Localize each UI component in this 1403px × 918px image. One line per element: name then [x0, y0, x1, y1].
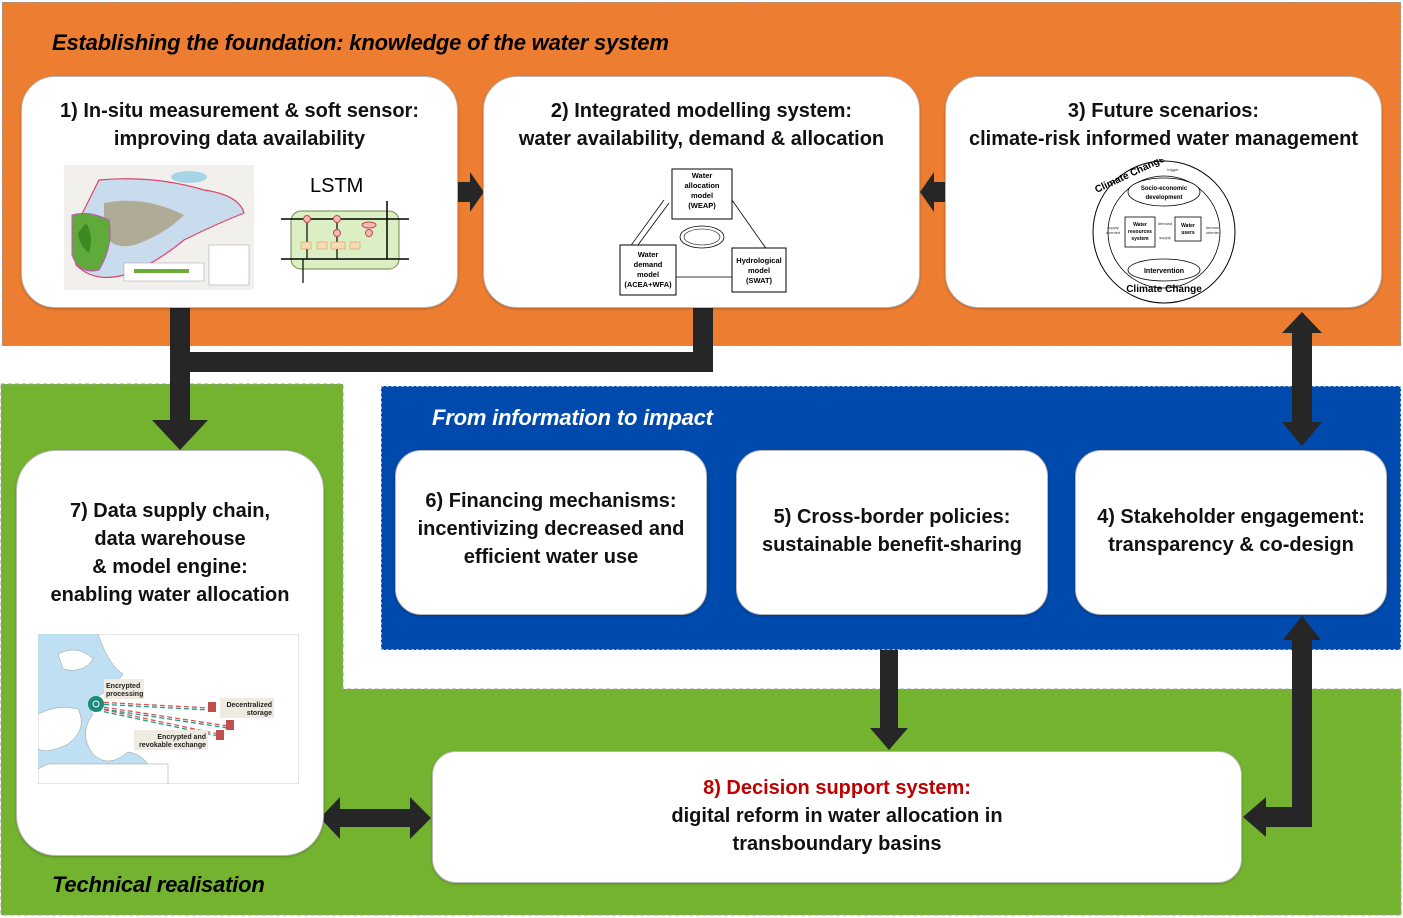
hydrological-model-line: model	[748, 266, 770, 275]
encrypted-processing-label: Encrypted	[106, 683, 140, 690]
hydrological-model-line: (SWAT)	[746, 276, 773, 285]
demand-model-line: model	[637, 270, 659, 279]
users-label: users	[1181, 230, 1195, 236]
socio-economic-label: Socio-economic	[1141, 186, 1188, 192]
allocation-model-line: allocation	[684, 181, 719, 190]
card-1-title: 1) In-situ measurement & soft sensor:	[60, 100, 419, 122]
demand-model-line: (ACEA+WFA)	[624, 280, 672, 289]
users-label: Water	[1181, 223, 1195, 229]
processing-node-icon	[88, 696, 104, 712]
allocation-model-line: model	[691, 191, 713, 200]
card-5-title: 5) Cross-border policies:	[773, 506, 1011, 528]
card-7-title: 7) Data supply chain,	[69, 500, 271, 522]
card-2-title: 2) Integrated modelling system:	[550, 100, 853, 122]
demand-model-line: Water	[638, 250, 659, 259]
climate-label-bottom: Climate Change	[1126, 284, 1202, 295]
modelling-system-diagram: Water allocation model (WEAP) Water dema…	[619, 168, 787, 296]
encrypted-processing-label: processing	[106, 691, 143, 698]
demand-flow-label: demand	[1158, 221, 1172, 226]
encrypted-exchange-label: revokable exchange	[139, 742, 206, 749]
trigger-label: trigger	[1167, 167, 1179, 172]
card-4-title: 4) Stakeholder engagement:	[1097, 506, 1365, 528]
card-2-subtitle: water availability, demand & allocation	[518, 128, 885, 150]
card-6-line: incentivizing decreased and	[417, 518, 685, 540]
supply-oriented-label: supply	[1107, 225, 1119, 230]
allocation-model-line: (WEAP)	[688, 201, 716, 210]
climate-change-diagram: Climate Change Climate Change Socio-econ…	[1092, 159, 1236, 304]
card-8-line: transboundary basins	[732, 833, 942, 855]
card-6-title: 6) Financing mechanisms:	[425, 490, 677, 512]
resources-label: resources	[1128, 229, 1152, 235]
eurasia-map-image: Encrypted processing Decentralized stora…	[38, 634, 299, 784]
card-7-line: & model engine:	[92, 556, 248, 578]
trigger-label: trigger	[1167, 283, 1179, 288]
card-8-title: 8) Decision support system:	[703, 777, 971, 799]
card-decision-support-system[interactable]: 8) Decision support system: digital refo…	[432, 751, 1242, 883]
card-5-subtitle: sustainable benefit-sharing	[761, 534, 1023, 556]
foundation-title: Establishing the foundation: knowledge o…	[52, 30, 669, 55]
decentralized-storage-label: storage	[247, 710, 272, 717]
card-8-line: digital reform in water allocation in	[671, 805, 1003, 827]
demand-oriented-label: oriented	[1206, 230, 1220, 235]
card-6-line: efficient water use	[463, 546, 639, 568]
supply-oriented-label: oriented	[1106, 230, 1120, 235]
card-3-title: 3) Future scenarios:	[1067, 100, 1260, 122]
card-7-line: enabling water allocation	[50, 584, 290, 606]
socio-economic-label: development	[1145, 195, 1182, 201]
allocation-model-line: Water	[692, 171, 713, 180]
card-integrated-modelling[interactable]: 2) Integrated modelling system: water av…	[483, 76, 920, 308]
card-cross-border-policies[interactable]: 5) Cross-border policies: sustainable be…	[736, 450, 1048, 615]
storage-node-icon	[226, 720, 234, 730]
card-3-subtitle: climate-risk informed water management	[968, 128, 1358, 150]
basin-map-image	[64, 165, 254, 290]
decentralized-storage-label: Decentralized	[226, 702, 272, 709]
demand-model-line: demand	[634, 260, 663, 269]
encrypted-exchange-label: Encrypted and	[157, 734, 206, 741]
resources-label: system	[1131, 236, 1149, 242]
technical-title: Technical realisation	[52, 872, 265, 897]
storage-node-icon	[216, 730, 224, 740]
card-7-line: data warehouse	[94, 528, 246, 550]
card-stakeholder-engagement[interactable]: 4) Stakeholder engagement: transparency …	[1075, 450, 1387, 615]
lstm-diagram	[281, 201, 409, 283]
card-1-subtitle: improving data availability	[113, 128, 366, 150]
intervention-label: Intervention	[1144, 268, 1184, 275]
impact-title: From information to impact	[432, 405, 713, 430]
card-4-subtitle: transparency & co-design	[1108, 534, 1354, 556]
resources-label: Water	[1133, 222, 1147, 228]
hydrological-model-line: Hydrological	[736, 256, 781, 265]
supply-flow-label: supply	[1159, 235, 1171, 240]
card-financing-mechanisms[interactable]: 6) Financing mechanisms: incentivizing d…	[395, 450, 707, 615]
lstm-label: LSTM	[310, 175, 364, 197]
demand-oriented-label: demand	[1206, 225, 1220, 230]
card-in-situ-measurement[interactable]: 1) In-situ measurement & soft sensor: im…	[21, 76, 458, 308]
card-data-supply-chain[interactable]: 7) Data supply chain, data warehouse & m…	[16, 450, 324, 856]
card-future-scenarios[interactable]: 3) Future scenarios: climate-risk inform…	[945, 76, 1382, 308]
storage-node-icon	[208, 702, 216, 712]
